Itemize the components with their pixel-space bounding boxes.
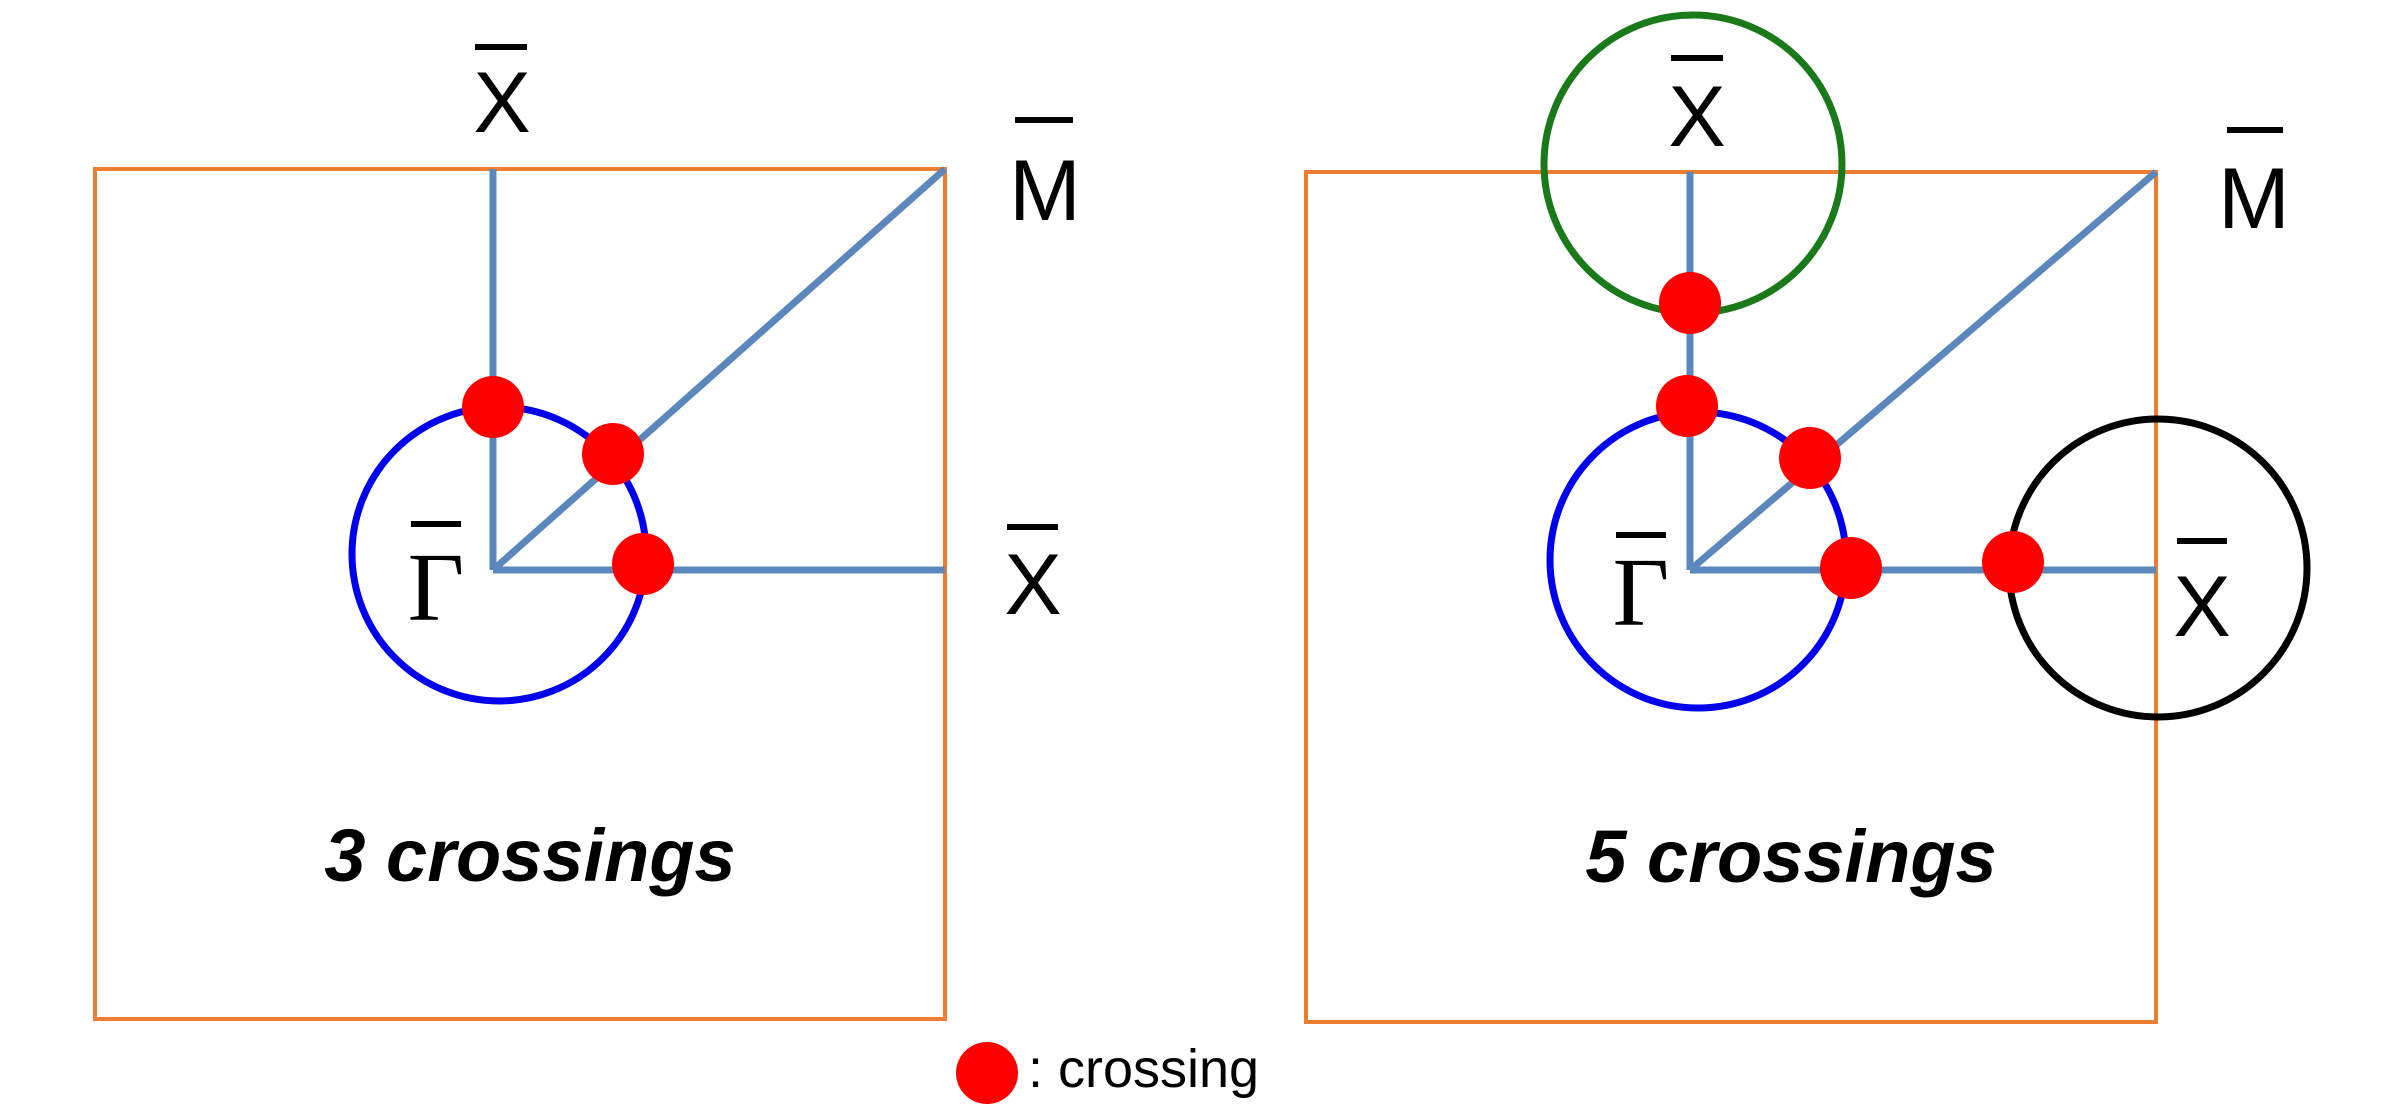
legend-label: : crossing [1028, 1039, 1259, 1099]
right-crossing-dot-4 [1820, 537, 1882, 599]
right-path-gamma-to-m [1687, 169, 2159, 573]
left-gamma-letter: Γ [408, 534, 465, 642]
left-label-x-top: X [473, 44, 531, 151]
left-zone-border [93, 167, 947, 1021]
right-zone-border [1304, 170, 2158, 1024]
right-crossing-dot-2 [1656, 375, 1718, 437]
right-crossing-dot-3 [1779, 427, 1841, 489]
right-label-x-top: X [1668, 55, 1726, 165]
left-crossing-dot-3 [612, 533, 674, 595]
left-label-gamma: Γ [408, 521, 465, 642]
right-m-letter: M [2218, 151, 2290, 247]
legend: : crossing [956, 1039, 1259, 1104]
legend-red-dot-icon [956, 1042, 1018, 1104]
left-label-x-right: X [1004, 524, 1062, 633]
left-x-right-letter: X [1004, 537, 1061, 633]
right-caption: 5 crossings [1585, 815, 1996, 898]
left-crossing-dot-1 [462, 376, 524, 438]
left-m-letter: M [1009, 143, 1081, 239]
left-x-top-letter: X [473, 55, 530, 151]
right-label-m: M [2218, 127, 2290, 247]
left-caption: 3 crossings [324, 814, 735, 897]
left-crossing-dot-2 [582, 423, 644, 485]
right-crossing-dot-1 [1659, 272, 1721, 334]
right-label-gamma: Γ [1613, 532, 1670, 647]
left-label-m: M [1009, 117, 1081, 239]
right-x-right-letter: X [2173, 559, 2230, 655]
right-gamma-letter: Γ [1613, 539, 1670, 647]
left-panel: X M X Γ 3 crossings [93, 44, 1081, 1021]
right-label-x-right: X [2173, 538, 2231, 655]
right-crossing-dot-5 [1982, 531, 2044, 593]
right-panel: X M X Γ 5 crossings [1304, 11, 2311, 1024]
right-x-top-letter: X [1668, 69, 1725, 165]
left-path-gamma-to-m [490, 166, 948, 573]
